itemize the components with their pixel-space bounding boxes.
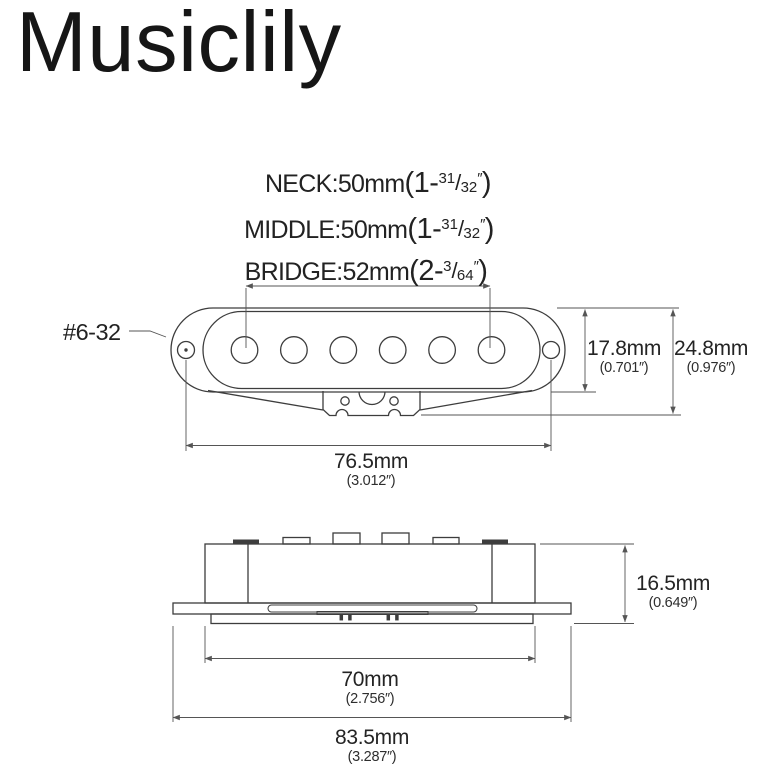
dim-cover-width: 70mm (2.756″)	[341, 668, 399, 708]
screw-thread-label: #6-32	[63, 319, 121, 345]
spec-label: MIDDLE:50mm	[244, 216, 408, 244]
mount-screw-hole-left	[176, 340, 196, 360]
base-plate-side	[172, 602, 572, 625]
spec-label: BRIDGE:52mm	[244, 258, 410, 286]
screw-leader-line	[129, 330, 167, 338]
pole-pieces-side	[282, 532, 460, 545]
dim-side-height: 16.5mm (0.649″)	[635, 572, 711, 612]
spec-line-middle: MIDDLE:50mm(1-31/32″)	[244, 213, 494, 245]
cover-flange-outline	[170, 307, 566, 393]
brand-logo: Musiclily	[16, 0, 342, 90]
mount-screw-hole-right	[541, 340, 561, 360]
cover-side-outline	[204, 543, 536, 604]
side-view-drawing	[172, 532, 572, 625]
mount-screw-heads	[233, 539, 508, 544]
spec-line-bridge: BRIDGE:52mm(2-3/64″)	[244, 255, 488, 287]
dimension-lines	[129, 283, 681, 722]
dim-screw-spacing: 76.5mm (3.012″)	[333, 450, 409, 490]
pole-pieces-top	[230, 336, 506, 364]
spec-label: NECK:50mm	[264, 170, 405, 198]
spec-line-neck: NECK:50mm(1-31/32″)	[264, 167, 492, 199]
terminal-lugs	[339, 614, 399, 621]
top-view-drawing	[170, 307, 566, 417]
cover-top-outline	[202, 310, 541, 390]
dim-total-height: 24.8mm (0.976″)	[673, 337, 749, 377]
dim-cover-height: 17.8mm (0.701″)	[586, 337, 662, 377]
bobbin-base-tab	[207, 389, 533, 417]
dim-base-width: 83.5mm (3.287″)	[334, 726, 410, 766]
screw-center-dot	[184, 348, 188, 352]
